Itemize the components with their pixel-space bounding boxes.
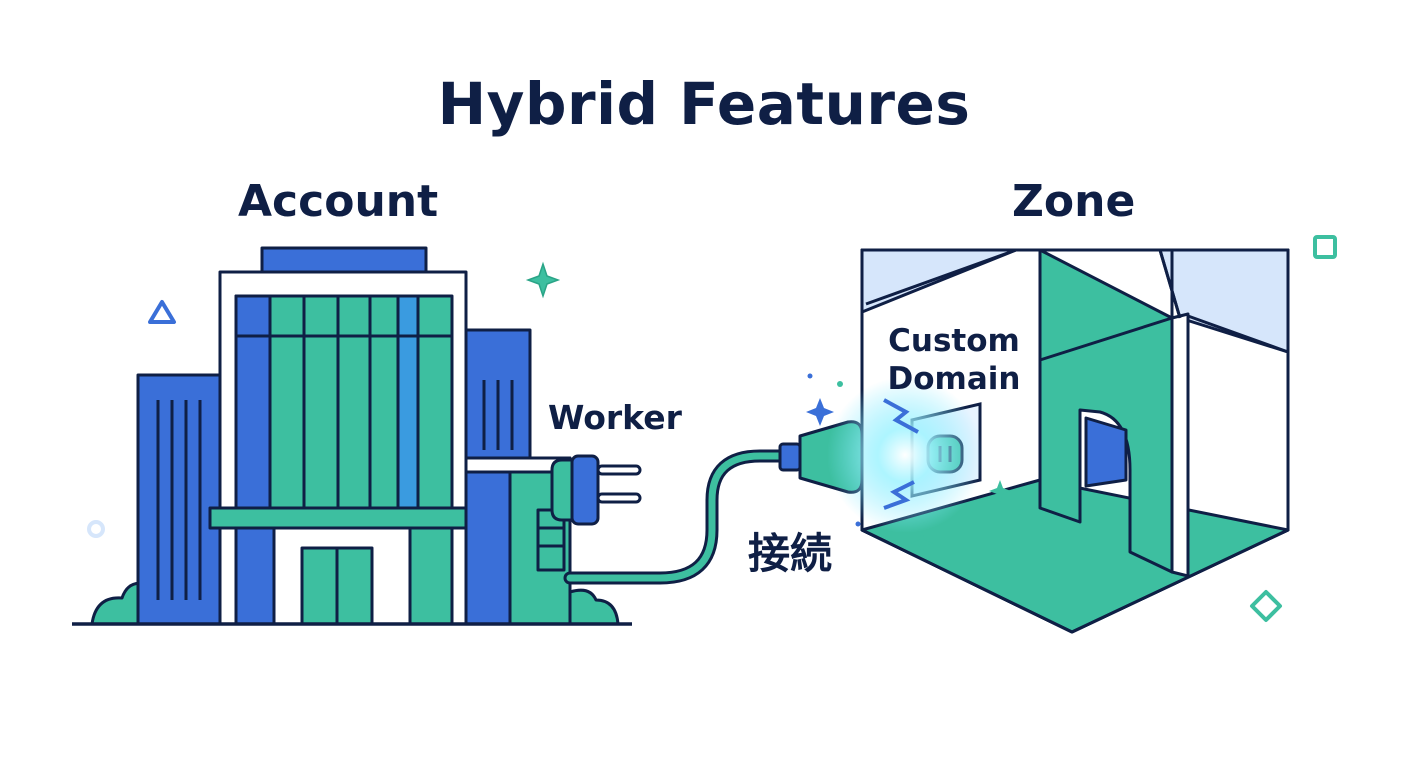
custom-domain-line2: Domain bbox=[887, 361, 1021, 397]
diagram-title: Hybrid Features bbox=[437, 70, 971, 138]
triangle-icon bbox=[148, 300, 176, 324]
worker-plug-icon bbox=[550, 454, 642, 526]
custom-domain-line1: Custom bbox=[888, 323, 1020, 359]
account-label: Account bbox=[238, 176, 439, 227]
account-building-icon bbox=[72, 246, 632, 626]
circle-icon bbox=[87, 520, 105, 538]
connection-spark-icon bbox=[806, 373, 1023, 554]
cable bbox=[563, 449, 797, 585]
worker-label: Worker bbox=[548, 398, 682, 437]
square-icon bbox=[1313, 235, 1337, 259]
diamond-icon bbox=[1250, 590, 1282, 622]
custom-domain-label: Custom Domain bbox=[870, 322, 1038, 398]
sparkle-icon bbox=[525, 261, 561, 299]
zone-label: Zone bbox=[1012, 176, 1136, 227]
connection-label: 接続 bbox=[748, 529, 833, 578]
